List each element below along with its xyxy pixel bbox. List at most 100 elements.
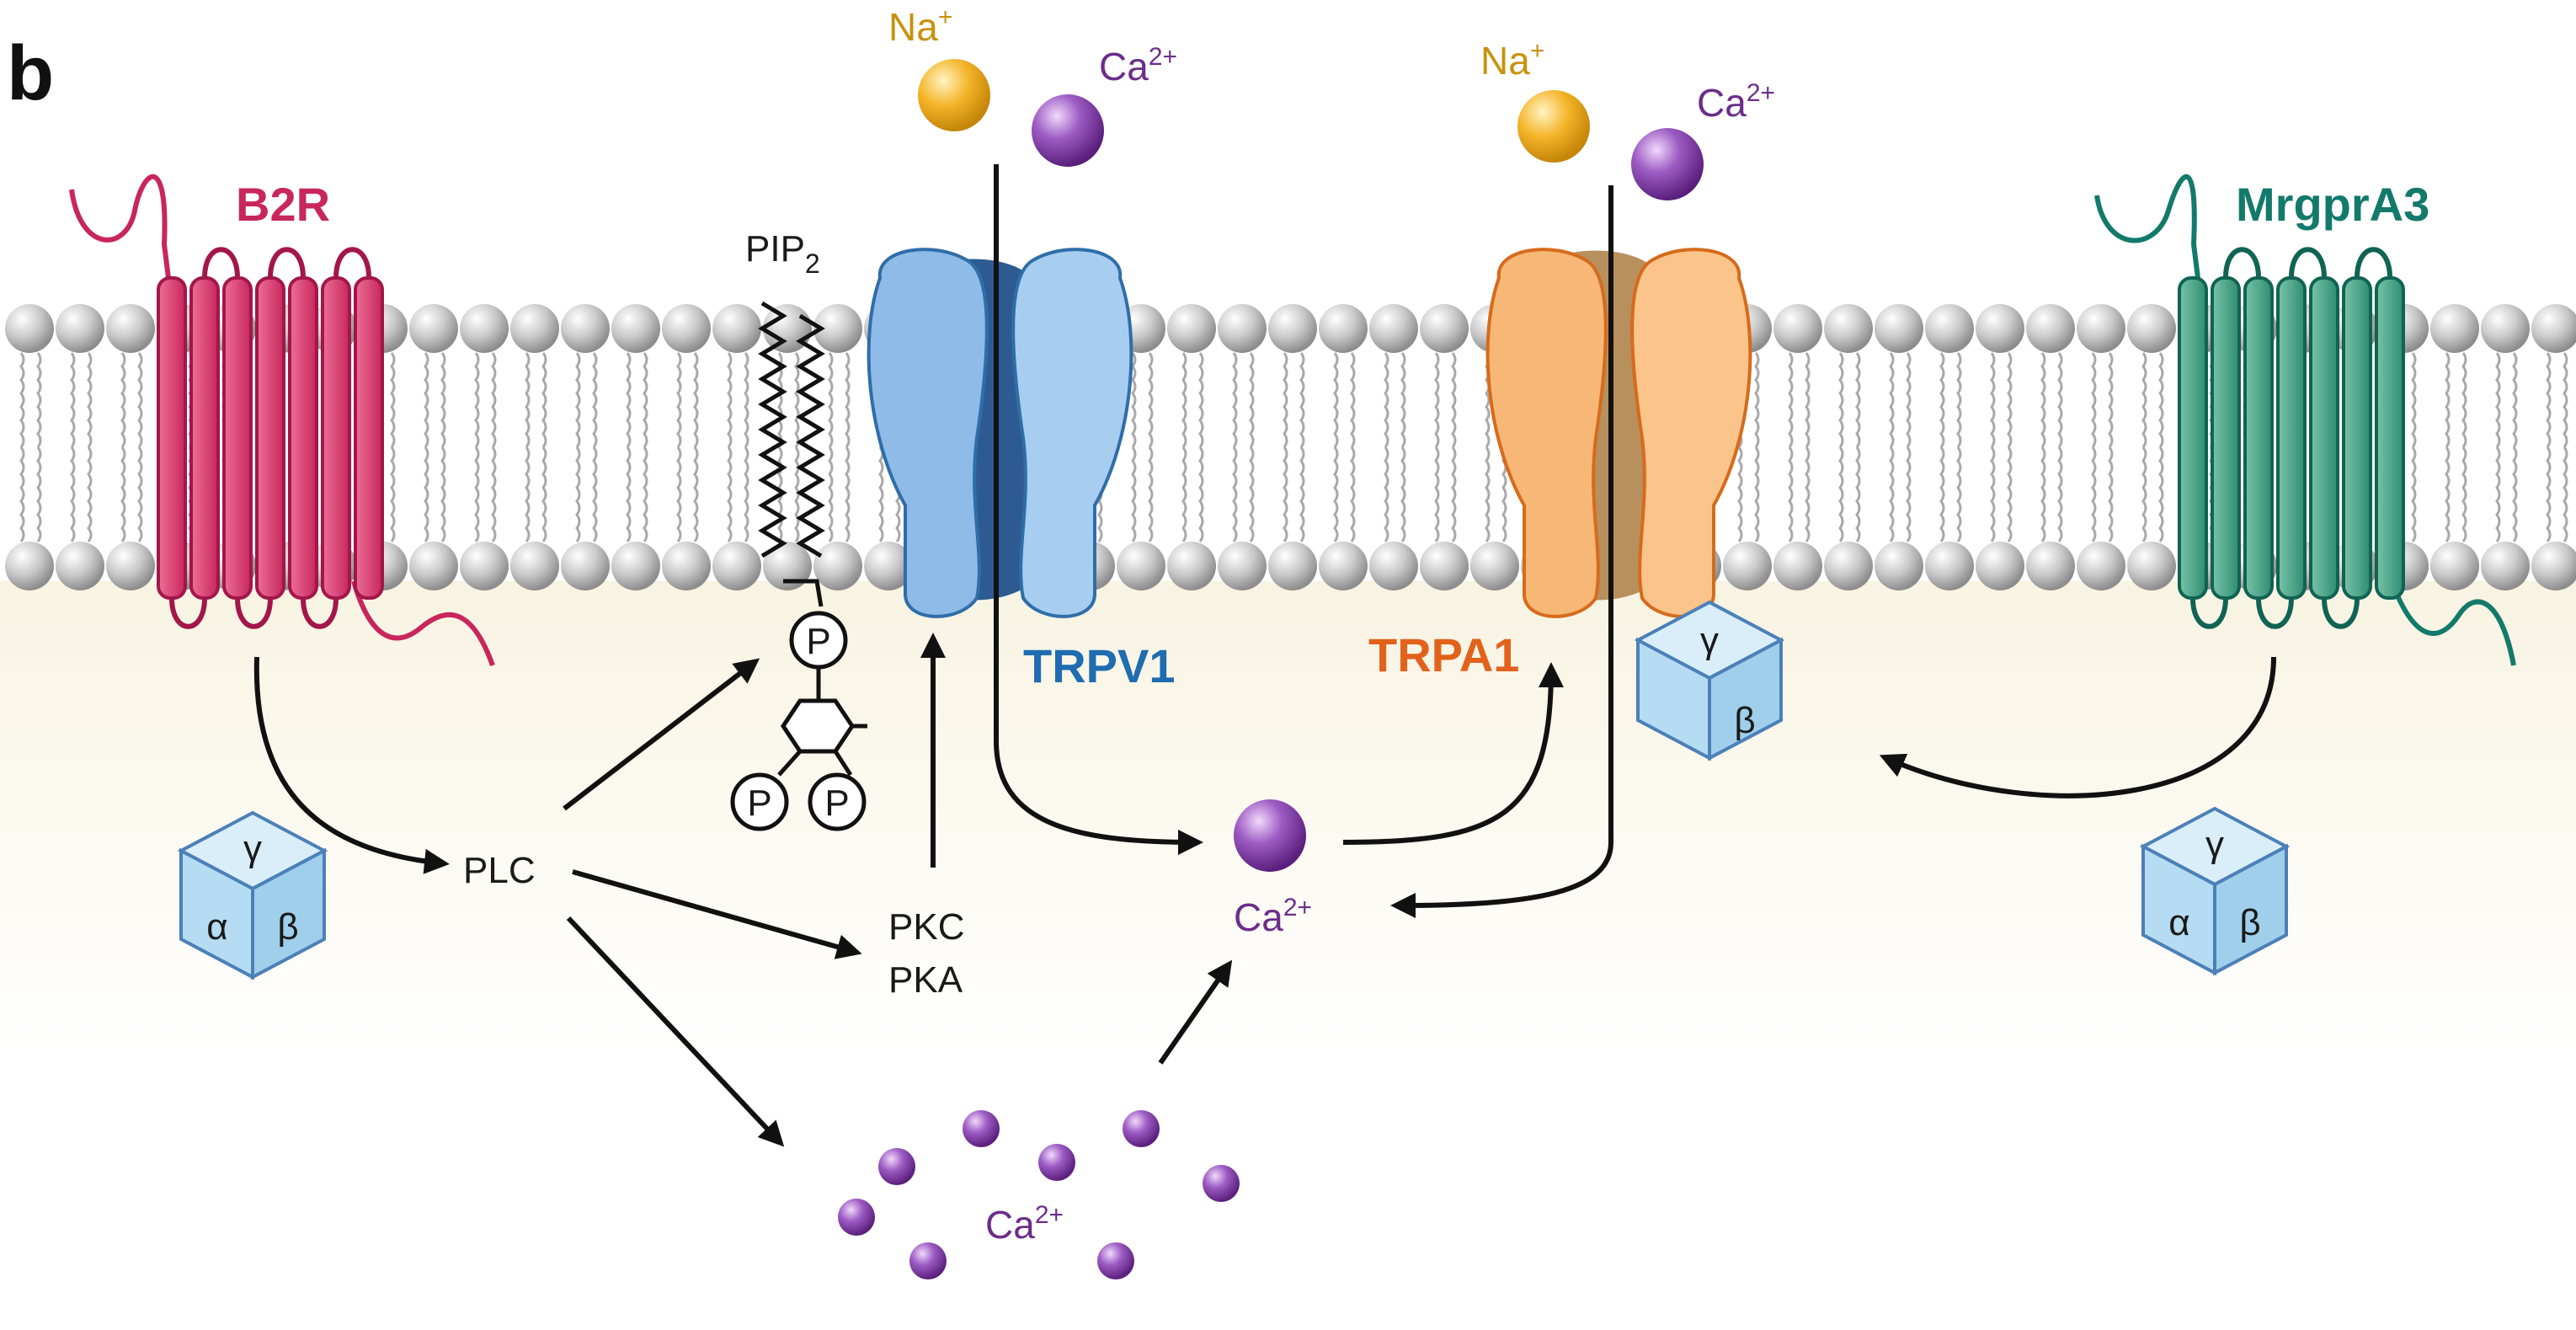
lipid-tail [2057, 446, 2063, 542]
lipid-tail [2461, 446, 2467, 542]
lipid-tail [424, 446, 429, 542]
lipid-tail [1906, 352, 1912, 448]
helix-loop [2256, 597, 2294, 629]
lipid-head [1470, 542, 1519, 590]
transmembrane-helix [288, 276, 318, 600]
lipid-tail [1181, 446, 1187, 542]
lipid-tail [744, 446, 749, 542]
g-beta-label: β [2239, 902, 2260, 943]
pka-label: PKA [888, 959, 963, 1001]
lipid-head [1369, 304, 1418, 353]
lipid-head [1319, 542, 1368, 590]
panel-label: b [7, 30, 54, 116]
lipid-tail [1906, 446, 1912, 542]
transmembrane-helix [2375, 276, 2405, 600]
lipid-tail [2461, 352, 2467, 448]
lipid-head [712, 304, 761, 353]
lipid-head [1824, 542, 1873, 590]
lipid-tail [1434, 352, 1440, 448]
lipid-tail [1956, 446, 1962, 542]
lipid-tail [2057, 352, 2063, 448]
ca-ion [1203, 1165, 1240, 1202]
arrow-b2r-to-plc [253, 656, 450, 874]
pip2-lipid: P P P [730, 301, 867, 831]
lipid-tail [1485, 446, 1491, 542]
helix-loop [2289, 247, 2327, 279]
lipid-tail [2546, 352, 2552, 448]
lipid-tail [2512, 446, 2518, 542]
lipid-tail [2563, 352, 2568, 448]
ca-label-cytosolic: Ca2+ [1234, 894, 1312, 939]
transmembrane-helix [255, 276, 285, 600]
lipid-head [1117, 542, 1165, 590]
lipid-tail [2512, 352, 2518, 448]
phosphate-label-right: P [824, 783, 849, 824]
lipid-head [561, 542, 610, 590]
lipid-head [106, 542, 155, 590]
lipid-tail [626, 352, 632, 448]
lipid-head [1723, 542, 1772, 590]
g-gamma-label: γ [2205, 824, 2224, 865]
na-label-2: Na+ [1480, 37, 1544, 83]
trpa1-channel [1485, 248, 1752, 618]
lipid-tail [2108, 446, 2114, 542]
lipid-tail [525, 352, 531, 448]
lipid-tail [794, 446, 800, 542]
lipid-head [2026, 542, 2075, 590]
lipid-tail [2445, 352, 2451, 448]
g-gamma-label: γ [1700, 620, 1719, 661]
ca-ion [838, 1199, 875, 1236]
helix-loop [169, 597, 207, 629]
lipid-head [510, 542, 559, 590]
lipid-tail [1198, 446, 1204, 542]
lipid-tail [845, 352, 851, 448]
lipid-tail [1838, 352, 1844, 448]
lipid-head [611, 542, 660, 590]
ca-ion [878, 1148, 915, 1185]
lipid-tail [2007, 352, 2013, 448]
lipid-head [1875, 304, 1923, 353]
lipid-tail [2411, 352, 2417, 448]
lipid-tail [1855, 352, 1861, 448]
lipid-tail [1181, 352, 1187, 448]
helix-loop [2223, 247, 2261, 279]
ca-label-store: Ca2+ [985, 1201, 1064, 1247]
lipid-tail [541, 352, 547, 448]
lipid-tail [1400, 352, 1406, 448]
lipid-head [1925, 304, 1974, 353]
lipid-head [460, 304, 509, 353]
ca-ion-cytosolic [1234, 799, 1306, 872]
lipid-tail [2158, 352, 2164, 448]
arrow-ca-to-trpa1 [1342, 662, 1564, 845]
ca-label-1: Ca2+ [1099, 43, 1177, 88]
arrow-plc-to-ca-store [566, 916, 785, 1147]
lipid-tail [2141, 446, 2147, 542]
ca-label-2: Ca2+ [1697, 79, 1775, 125]
helix-loop [235, 597, 273, 629]
lipid-tail [828, 352, 834, 448]
lipid-tail [1198, 352, 1204, 448]
trpa1-label: TRPA1 [1368, 628, 1519, 681]
lipid-head [409, 304, 458, 353]
lipid-tail [1232, 352, 1238, 448]
inositol-ring [780, 698, 856, 754]
lipid-tail [1232, 446, 1238, 542]
lipid-tail [828, 446, 834, 542]
na-label-1: Na+ [888, 3, 952, 49]
lipid-head [813, 542, 862, 590]
lipid-tail [491, 352, 497, 448]
helix-loop [268, 247, 306, 279]
lipid-tail [727, 446, 733, 542]
lipid-head [1976, 304, 2024, 353]
arrow-ca-store-to-ca [1158, 959, 1233, 1065]
lipid-tail [390, 352, 396, 448]
lipid-tail [1939, 446, 1945, 542]
lipid-head [1976, 542, 2024, 590]
lipid-head [1420, 542, 1469, 590]
lipid-tail [744, 352, 749, 448]
lipid-tail [1333, 446, 1339, 542]
lipid-tail [2091, 352, 2097, 448]
lipid-tail [390, 446, 396, 542]
lipid-tail [1956, 352, 1962, 448]
